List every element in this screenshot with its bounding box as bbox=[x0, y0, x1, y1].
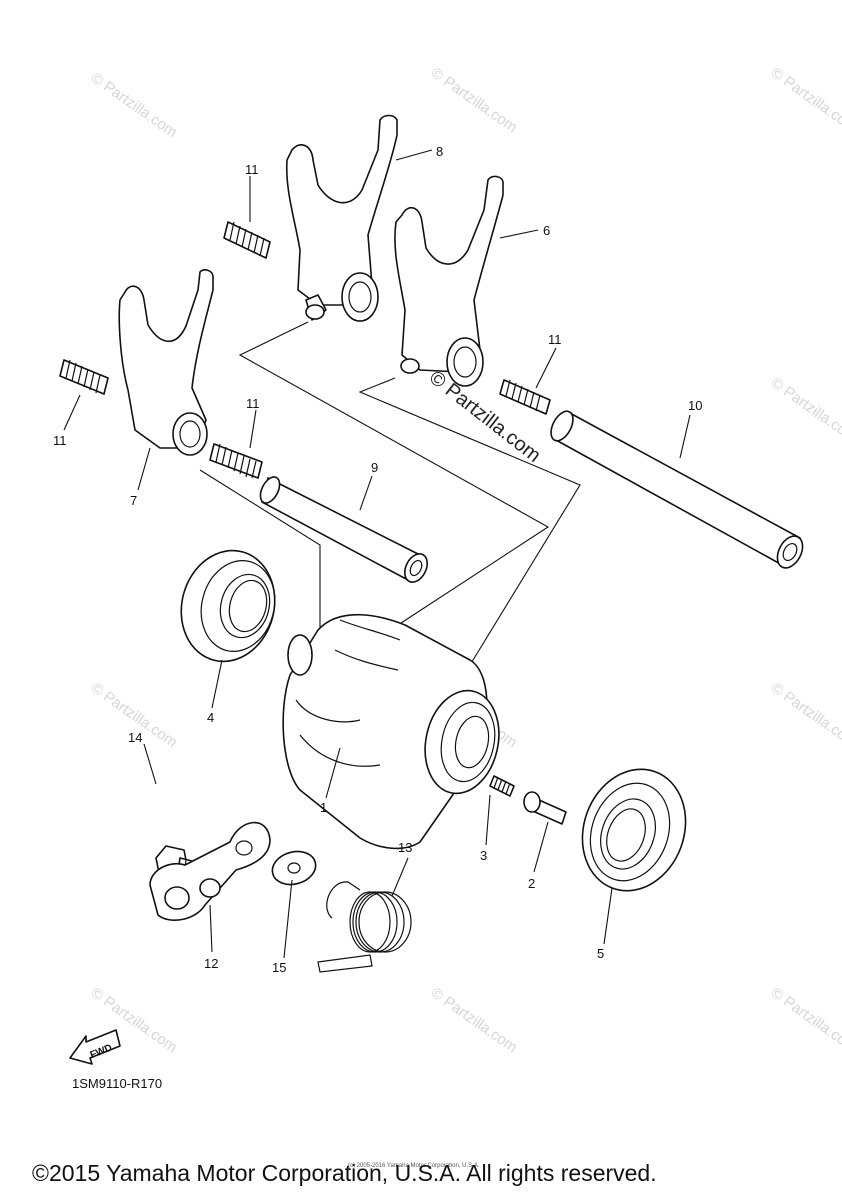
stopper-lever-12 bbox=[149, 821, 271, 921]
watermark: © Partzilla.com bbox=[428, 984, 521, 1056]
callout-7: 7 bbox=[130, 493, 137, 508]
watermark: © Partzilla.com bbox=[768, 679, 842, 751]
callout-8: 8 bbox=[436, 144, 443, 159]
callout-9: 9 bbox=[371, 460, 378, 475]
watermark: © Partzilla.com bbox=[768, 374, 842, 446]
spring-11-d bbox=[499, 379, 551, 415]
callout-5: 5 bbox=[597, 946, 604, 961]
shift-drum-1 bbox=[282, 613, 500, 850]
watermark: © Partzilla.com bbox=[768, 64, 842, 136]
small-credit: (c) 2005-2016 Yamaha Motor Corporation, … bbox=[348, 1163, 480, 1169]
shift-fork-6 bbox=[394, 175, 504, 387]
callout-6: 6 bbox=[543, 223, 550, 238]
bearing-4 bbox=[180, 549, 276, 663]
callout-1: 1 bbox=[320, 800, 327, 815]
callout-4: 4 bbox=[207, 710, 214, 725]
center-watermark: © Partzilla.com bbox=[425, 367, 545, 467]
copyright-notice: ©2015 Yamaha Motor Corporation, U.S.A. A… bbox=[32, 1160, 657, 1186]
bearing-5 bbox=[581, 768, 687, 892]
watermark: © Partzilla.com bbox=[428, 64, 521, 136]
callout-13: 13 bbox=[398, 840, 412, 855]
fwd-arrow-icon: FWD bbox=[69, 1029, 121, 1065]
callout-15: 15 bbox=[272, 960, 286, 975]
watermark: © Partzilla.com bbox=[768, 984, 842, 1056]
torsion-spring-13 bbox=[317, 881, 412, 973]
callout-10: 10 bbox=[688, 398, 702, 413]
shift-fork-8 bbox=[285, 114, 398, 322]
shift-fork-7 bbox=[118, 269, 214, 456]
callout-11: 11 bbox=[548, 332, 562, 347]
spring-11-c bbox=[209, 443, 263, 479]
washer-15 bbox=[271, 850, 317, 886]
spring-3 bbox=[489, 775, 515, 797]
callout-labels: 11 8 6 11 10 11 11 7 9 4 1 14 12 15 13 3… bbox=[53, 144, 702, 975]
shift-shaft-10 bbox=[550, 410, 804, 569]
callout-2: 2 bbox=[528, 876, 535, 891]
callout-11: 11 bbox=[245, 162, 259, 177]
watermark: © Partzilla.com bbox=[88, 69, 181, 141]
callout-11: 11 bbox=[246, 396, 260, 411]
callout-leaders bbox=[63, 149, 691, 959]
callout-3: 3 bbox=[480, 848, 487, 863]
diagram-code: 1SM9110-R170 bbox=[72, 1076, 163, 1091]
spring-11-a bbox=[223, 221, 271, 259]
shift-shaft-9 bbox=[259, 476, 429, 583]
callout-11: 11 bbox=[53, 433, 67, 448]
pin-2 bbox=[523, 791, 567, 825]
callout-14: 14 bbox=[128, 730, 142, 745]
spring-11-b bbox=[59, 359, 109, 395]
callout-12: 12 bbox=[204, 956, 218, 971]
